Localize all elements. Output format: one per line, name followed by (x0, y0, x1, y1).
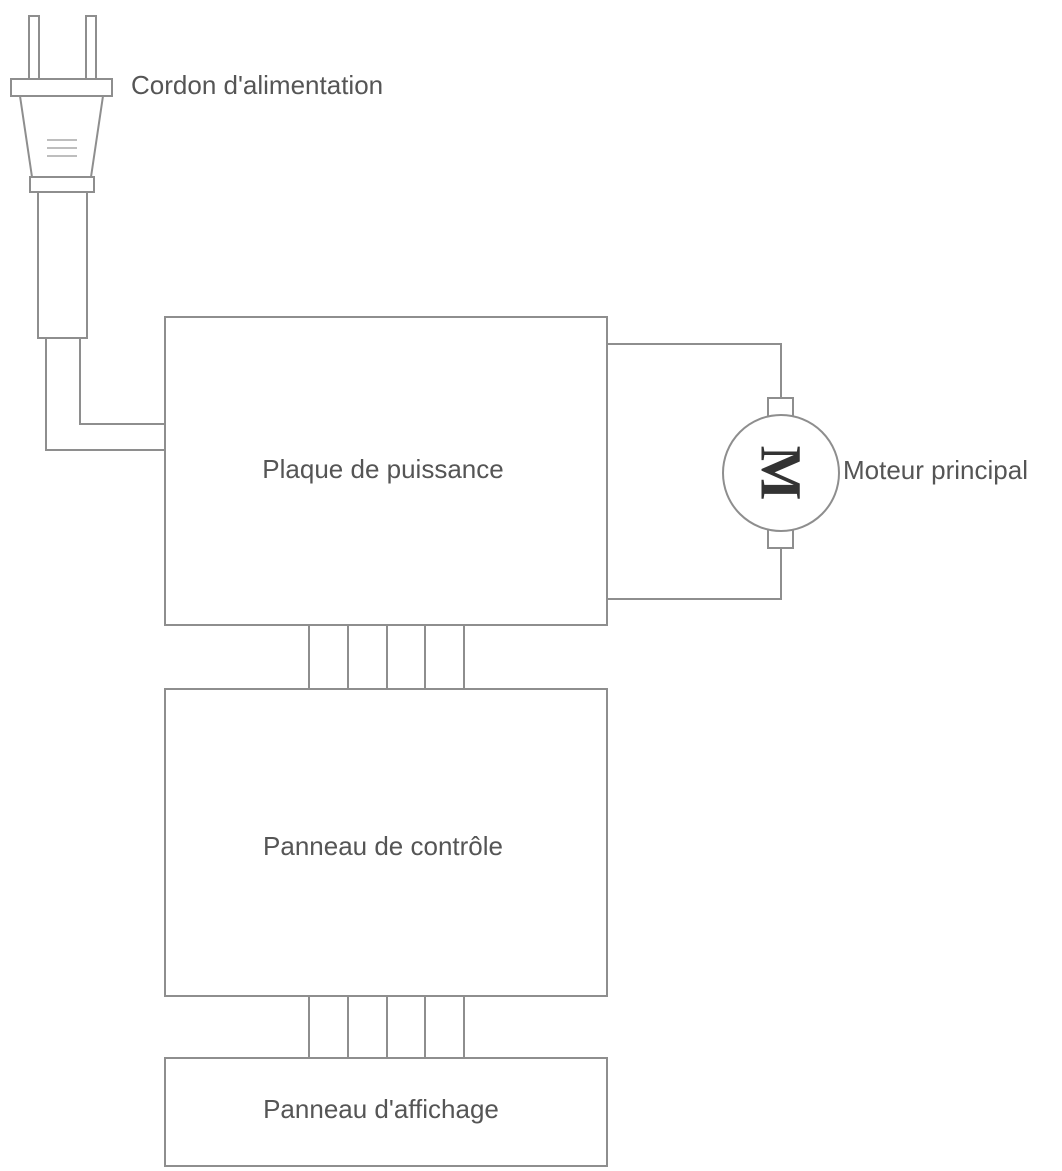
cord-wires (45, 338, 165, 451)
power-board-label: Plaque de puissance (262, 454, 503, 484)
motor-symbol: M (749, 446, 814, 501)
power-control-bus (308, 625, 465, 689)
power-plug-icon (10, 15, 113, 339)
plug-body (18, 95, 105, 178)
plug-collar (29, 176, 95, 193)
power-board-box (164, 316, 608, 626)
motor-label: Moteur principal (843, 455, 1028, 485)
control-display-bus (308, 996, 465, 1058)
control-panel-label: Panneau de contrôle (263, 831, 503, 861)
plug-flange (10, 78, 113, 97)
plug-prong-left (28, 15, 40, 81)
display-panel-label: Panneau d'affichage (263, 1094, 499, 1124)
motor-wires (607, 343, 782, 600)
motor-circle (722, 414, 840, 532)
display-panel-box (164, 1057, 608, 1167)
power-cord-label: Cordon d'alimentation (131, 70, 383, 100)
plug-cable-sheath (37, 191, 88, 339)
control-panel-box (164, 688, 608, 997)
plug-prong-right (85, 15, 97, 81)
motor-icon: M (722, 397, 840, 549)
